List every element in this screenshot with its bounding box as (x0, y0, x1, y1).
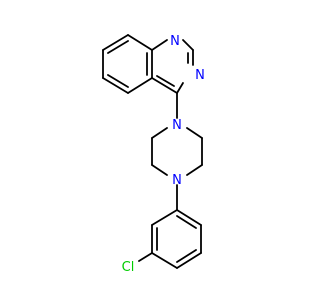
atom-cl: Cl (122, 260, 135, 275)
bond (151, 209, 178, 226)
bond (151, 127, 168, 139)
bond (186, 164, 203, 176)
structure-svg: N N N N Cl (102, 34, 205, 275)
bond (102, 34, 129, 51)
bond (138, 252, 153, 262)
bond (127, 34, 153, 51)
bond (151, 39, 168, 51)
bond (176, 82, 184, 94)
bond (186, 127, 203, 139)
atom-n-piperazine-top: N (172, 118, 182, 133)
bond (182, 39, 194, 51)
atom-n1: N (170, 34, 180, 49)
bond-double (176, 215, 197, 229)
bond (176, 209, 202, 226)
bond (151, 164, 168, 176)
bond-double (156, 75, 175, 87)
atom-labels: N N N N Cl (122, 34, 205, 275)
bond-double (176, 249, 197, 263)
bond (176, 252, 202, 269)
bond (127, 77, 153, 94)
bond-double (107, 74, 129, 88)
bond (151, 77, 178, 94)
atom-n-piperazine-bottom: N (172, 173, 182, 188)
bond (151, 252, 178, 269)
bond-double (107, 40, 129, 54)
bonds (102, 34, 203, 269)
bond (102, 77, 129, 94)
molecule-canvas: N N N N Cl (102, 34, 205, 275)
atom-n3: N (195, 68, 205, 83)
